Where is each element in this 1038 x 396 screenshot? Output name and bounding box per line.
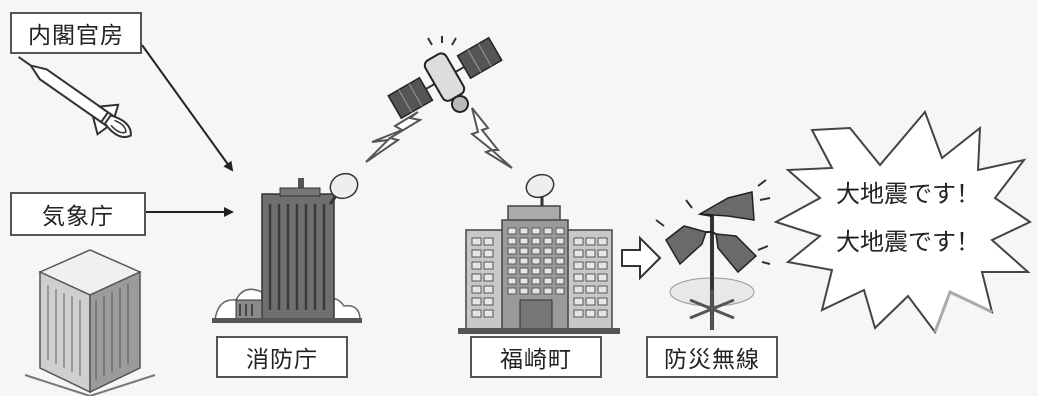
window [471,297,482,306]
window [471,309,482,318]
window [519,277,529,285]
arrow-cabinet-to-fdma [141,44,234,172]
window [531,267,541,275]
window [555,237,565,245]
window [531,287,541,295]
window [585,297,596,306]
window [519,247,529,255]
window [555,267,565,275]
window [585,309,596,318]
fdma-building-icon [212,172,362,323]
missile-icon [17,56,132,138]
window [507,277,517,285]
town-label: 福崎町 [470,336,602,378]
window [585,273,596,282]
signal-marks-icon [427,36,457,46]
window [555,257,565,265]
window [573,261,584,270]
lightning-down-icon [469,107,513,169]
lightning-up-icon [365,111,423,163]
window [597,249,608,258]
cabinet-secretariat-label: 内閣官房 [10,12,142,54]
window [597,285,608,294]
window [585,285,596,294]
jma-building-icon [24,249,156,396]
disaster-radio-label: 防災無線 [646,336,778,378]
window [507,237,517,245]
hollow-arrow-icon [621,235,662,281]
window [597,273,608,282]
window [519,257,529,265]
window [483,297,494,306]
window [573,273,584,282]
satellite-icon [387,36,503,120]
window [531,257,541,265]
window [531,247,541,255]
window [471,237,482,246]
window [597,309,608,318]
window [507,227,517,235]
window [471,273,482,282]
window [471,261,482,270]
window [543,237,553,245]
window [543,257,553,265]
window [483,309,494,318]
window [555,287,565,295]
window [483,285,494,294]
window [597,237,608,246]
jma-label: 気象庁 [10,192,146,236]
window [573,285,584,294]
window [543,277,553,285]
window [555,227,565,235]
window [573,309,584,318]
window [519,227,529,235]
window [507,287,517,295]
announcement-line-1: 大地震です！ [836,180,980,208]
window [543,227,553,235]
window [573,249,584,258]
window [585,261,596,270]
window [585,237,596,246]
window [531,237,541,245]
window [597,297,608,306]
window [471,285,482,294]
window [531,277,541,285]
window [543,267,553,275]
window [519,287,529,295]
window [519,237,529,245]
window [507,247,517,255]
window [483,273,494,282]
window [507,257,517,265]
window [543,247,553,255]
window [555,247,565,255]
window [531,227,541,235]
window [483,249,494,258]
loudspeaker-icon [655,179,771,330]
announcement-line-2: 大地震です！ [836,228,980,256]
window [543,287,553,295]
window [573,297,584,306]
window [573,237,584,246]
town-hall-icon [458,173,620,334]
window [507,267,517,275]
window [597,261,608,270]
fdma-label: 消防庁 [216,336,348,378]
window [585,249,596,258]
window [519,267,529,275]
window [471,249,482,258]
window [555,277,565,285]
window [483,261,494,270]
window [483,237,494,246]
